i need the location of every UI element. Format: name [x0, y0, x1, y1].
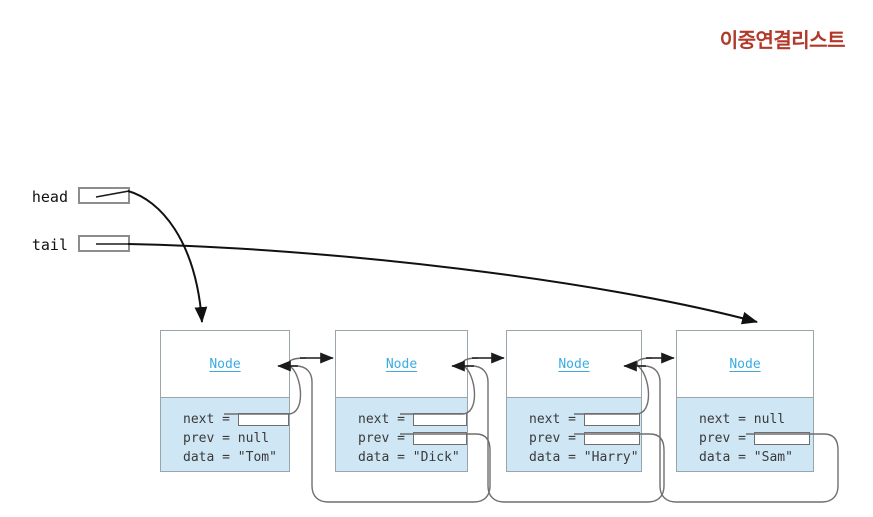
node-4-data-value: "Sam" — [753, 450, 793, 465]
node-2-data-row: data = "Dick" — [358, 448, 467, 467]
node-4-next-value: null — [753, 412, 786, 427]
node-2-next-label: next = — [358, 412, 413, 427]
tail-to-node4-arrow — [127, 243, 758, 325]
node-4-data-row: data = "Sam" — [699, 448, 813, 467]
node-4-next-label: next = — [699, 412, 754, 427]
node-2-header: Node — [336, 331, 467, 398]
node-2[interactable]: Node next = prev = data = "Dick" — [335, 330, 468, 472]
node-3-prev-row: prev = — [529, 429, 641, 448]
node-1-data-label: data = — [183, 450, 238, 465]
node-1-prev-label: prev = — [183, 431, 238, 446]
page-title: 이중연결리스트 — [719, 28, 846, 52]
node-2-prev-label: prev = — [358, 431, 413, 446]
node-4-data-label: data = — [699, 450, 754, 465]
node-1-prev-row: prev = null — [183, 429, 289, 448]
node-3-data-label: data = — [529, 450, 584, 465]
node-3[interactable]: Node next = prev = data = "Harry" — [506, 330, 642, 472]
node-1[interactable]: Node next = prev = null data = "Tom" — [160, 330, 290, 472]
node-4-header: Node — [677, 331, 813, 398]
node-3-header: Node — [507, 331, 641, 398]
node-3-next-label: next = — [529, 412, 584, 427]
node-2-data-label: data = — [358, 450, 413, 465]
node-1-next-row: next = — [183, 410, 289, 429]
node-2-prev-row: prev = — [358, 429, 467, 448]
node-4-next-row: next = null — [699, 410, 813, 429]
head-to-node1-arrow — [127, 190, 208, 323]
node-3-next-pointer-slot[interactable] — [583, 413, 640, 426]
node-3-prev-pointer-slot[interactable] — [583, 432, 640, 445]
node-4-prev-row: prev = — [699, 429, 813, 448]
node-4-prev-pointer-slot[interactable] — [753, 432, 810, 445]
node-1-next-label: next = — [183, 412, 238, 427]
node-4-prev-label: prev = — [699, 431, 754, 446]
node-2-data-value: "Dick" — [412, 450, 460, 465]
tail-pointer-label: tail — [31, 236, 68, 254]
node-1-fields: next = prev = null data = "Tom" — [161, 398, 289, 471]
node-1-type-label: Node — [209, 356, 241, 372]
node-1-header: Node — [161, 331, 289, 398]
node-4-fields: next = null prev = data = "Sam" — [677, 398, 813, 471]
node-1-prev-value: null — [237, 431, 270, 446]
node-2-next-row: next = — [358, 410, 467, 429]
node-3-type-label: Node — [558, 356, 590, 372]
node-2-type-label: Node — [385, 356, 418, 372]
node-3-fields: next = prev = data = "Harry" — [507, 398, 641, 471]
node-1-data-row: data = "Tom" — [183, 448, 289, 467]
node-3-data-value: "Harry" — [583, 450, 639, 465]
node-3-next-row: next = — [529, 410, 641, 429]
node-2-fields: next = prev = data = "Dick" — [336, 398, 467, 471]
node-2-prev-pointer-slot[interactable] — [412, 432, 467, 445]
node-1-data-value: "Tom" — [237, 450, 277, 465]
node-1-next-pointer-slot[interactable] — [237, 413, 289, 426]
node-3-data-row: data = "Harry" — [529, 448, 641, 467]
node-2-next-pointer-slot[interactable] — [412, 413, 467, 426]
head-pointer-box[interactable] — [78, 187, 130, 204]
tail-pointer-box[interactable] — [78, 235, 130, 252]
head-pointer-label: head — [31, 188, 68, 206]
node-3-prev-label: prev = — [529, 431, 584, 446]
node-4[interactable]: Node next = null prev = data = "Sam" — [676, 330, 814, 472]
node-4-type-label: Node — [729, 356, 761, 372]
